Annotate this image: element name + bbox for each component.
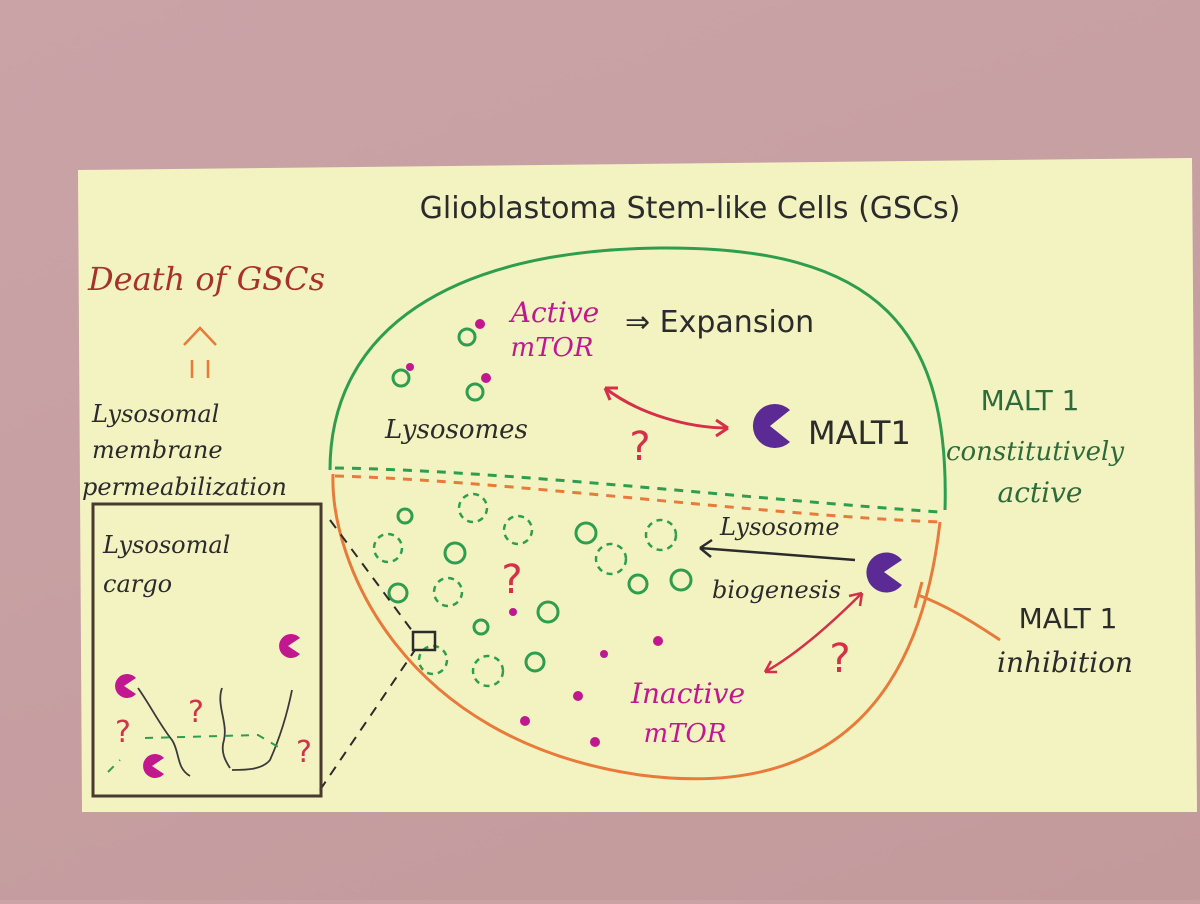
damaged-lysosome <box>457 492 489 524</box>
bottom-dashed-lysosomes <box>372 492 678 688</box>
damaged-lysosome <box>502 514 534 546</box>
cargo-question-2: ? <box>188 695 204 730</box>
divider-green-dashed <box>334 466 941 514</box>
cargo-pacman-icon <box>279 634 300 659</box>
lysosome <box>574 521 598 545</box>
damaged-lysosome <box>372 532 404 564</box>
lmp-label-3: permeabilization <box>82 473 287 501</box>
zoom-box-small <box>411 630 437 652</box>
lysosome <box>536 600 560 624</box>
inhibition-label-2: inhibition <box>997 646 1133 679</box>
top-mtor-dots <box>406 319 491 383</box>
arrow-malt1-inactive-mtor <box>763 591 864 674</box>
malt1-pacman-icon <box>752 403 790 448</box>
divider-orange-dashed <box>334 474 941 524</box>
mtor-dot <box>590 737 600 747</box>
damaged-lysosome <box>432 576 464 608</box>
lysosome <box>472 618 490 636</box>
damaged-lysosome <box>644 518 678 552</box>
expansion-label: ⇒ Expansion <box>625 305 814 340</box>
mtor-dot <box>509 608 517 616</box>
cargo-question-3: ? <box>296 735 312 770</box>
lysosome <box>443 541 467 565</box>
constitutive-label-2: constitutively <box>946 437 1124 467</box>
malt1-label: MALT1 <box>808 414 911 452</box>
active-mtor-label-2: mTOR <box>511 333 594 363</box>
lysosome <box>457 327 477 347</box>
bottom-lysosomes <box>387 507 693 673</box>
cargo-label-2: cargo <box>103 570 172 598</box>
sticky-note <box>78 158 1197 812</box>
inhibition-label-1: MALT 1 <box>1019 602 1118 635</box>
lysosome-biogenesis-label: Lysosome <box>719 513 840 541</box>
lmp-label-2: membrane <box>92 436 223 464</box>
lysosome <box>669 568 693 592</box>
question-bottom-right: ? <box>829 636 850 682</box>
cargo-label-1: Lysosomal <box>102 531 230 559</box>
cargo-strands <box>137 687 293 777</box>
cargo-dashes <box>107 733 281 773</box>
cargo-pacman-icon <box>143 754 164 778</box>
lysosome <box>391 368 411 388</box>
inactive-mtor-label: Inactive <box>630 677 745 710</box>
inhibition-line <box>913 581 1001 642</box>
constitutive-label-1: MALT 1 <box>981 384 1080 417</box>
lysosomes-label: Lysosomes <box>384 415 528 445</box>
lysosome <box>465 382 485 402</box>
lysosome <box>396 507 414 525</box>
cell-top-arc <box>328 246 947 511</box>
biogenesis-arrow <box>699 538 856 562</box>
death-arrow <box>183 326 217 378</box>
lysosome-biogenesis-label-2: biogenesis <box>712 576 841 604</box>
mtor-dot <box>481 373 491 383</box>
constitutive-label-3: active <box>998 476 1083 509</box>
lysosome <box>524 651 546 673</box>
mtor-dot <box>653 636 663 646</box>
bottom-mtor-dots <box>509 608 663 747</box>
death-label: Death of GSCs <box>87 260 325 298</box>
top-lysosomes <box>391 327 485 402</box>
mtor-dot <box>406 363 414 371</box>
cargo-panel <box>91 502 323 798</box>
cargo-pacman-icon <box>115 674 136 698</box>
malt1-inhibited-pacman-icon <box>866 552 902 593</box>
active-mtor-label: Active <box>508 296 600 329</box>
question-bottom-center: ? <box>501 557 522 603</box>
arrow-mtor-malt1 <box>603 386 729 438</box>
mtor-dot <box>573 691 583 701</box>
zoom-lines <box>319 519 416 791</box>
mtor-dot <box>475 319 485 329</box>
damaged-lysosome <box>471 654 505 688</box>
question-top: ? <box>629 424 650 470</box>
inactive-mtor-label-2: mTOR <box>644 719 727 749</box>
damaged-lysosome <box>417 644 449 676</box>
cargo-question-1: ? <box>115 715 131 750</box>
lmp-label-1: Lysosomal <box>91 400 219 428</box>
diagram-title: Glioblastoma Stem-like Cells (GSCs) <box>420 191 961 226</box>
mtor-dot <box>600 650 608 658</box>
mtor-dot <box>520 716 530 726</box>
lysosome <box>387 582 409 604</box>
lysosome <box>627 573 649 595</box>
damaged-lysosome <box>594 542 628 576</box>
cell-bottom-arc <box>331 473 942 781</box>
